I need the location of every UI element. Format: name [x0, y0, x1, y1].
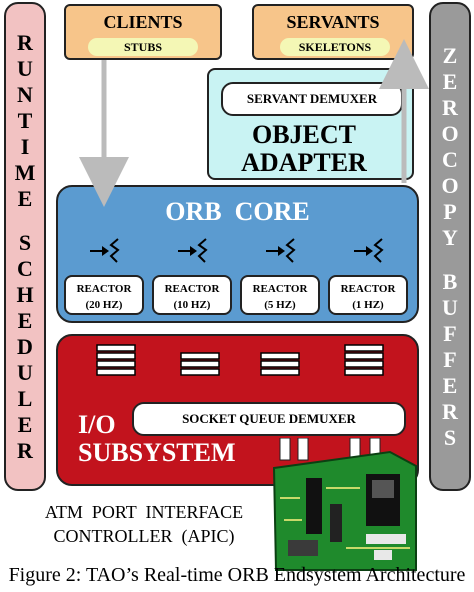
servant-demuxer-label: SERVANT DEMUXER [221, 82, 403, 116]
reactor-box: REACTOR (5 HZ) [240, 275, 320, 315]
bar-letter: R [442, 398, 458, 424]
bar-letter: E [17, 411, 33, 437]
orb-core-box: ORB CORE REACTOR(20 HZ)REACTOR(10 HZ)REA… [56, 185, 419, 323]
bar-letter: S [443, 424, 457, 450]
bar-letter: C [442, 146, 458, 172]
servants-title: SERVANTS [286, 12, 380, 32]
io-subsystem-box: SOCKET QUEUE DEMUXER I/O SUBSYSTEM [56, 334, 419, 486]
clients-box: CLIENTS STUBS [64, 4, 222, 60]
reactor-label: REACTOR [252, 283, 308, 295]
bar-letter: L [17, 385, 33, 411]
bar-letter: R [17, 29, 33, 55]
skeletons-label: SKELETONS [280, 38, 390, 56]
bar-letter: O [441, 120, 459, 146]
thread-arrow-icon [354, 238, 384, 263]
bar-letter: E [442, 372, 458, 398]
bar-letter: U [442, 294, 458, 320]
bar-letter: C [17, 255, 33, 281]
bar-letter: B [442, 268, 458, 294]
socket-queue-icon [260, 352, 300, 376]
socket-queue-icon [96, 344, 136, 376]
reactor-box: REACTOR (1 HZ) [328, 275, 408, 315]
bar-letter: I [20, 133, 30, 159]
io-title-1: I/O [78, 410, 116, 439]
bar-letter: E [17, 185, 33, 211]
reactor-rate: (20 HZ) [85, 299, 123, 311]
socket-queue-icon [180, 352, 220, 376]
reactor-label: REACTOR [340, 283, 396, 295]
apic-label-2: CONTROLLER (APIC) [53, 526, 235, 546]
apic-label-1: ATM PORT INTERFACE [44, 502, 244, 522]
thread-arrow-icon [266, 238, 296, 263]
bar-letter: F [443, 320, 457, 346]
bar-letter: O [441, 172, 459, 198]
reactor-rate: (10 HZ) [173, 299, 211, 311]
bar-letter: N [17, 81, 33, 107]
orb-core-title: ORB CORE [165, 197, 310, 226]
reactor-box: REACTOR (10 HZ) [152, 275, 232, 315]
bar-letter: U [17, 55, 33, 81]
stubs-label: STUBS [88, 38, 198, 56]
bar-letter: S [18, 229, 32, 255]
bar-letter: Y [442, 224, 458, 250]
reactor-box: REACTOR (20 HZ) [64, 275, 144, 315]
reactor-label: REACTOR [76, 283, 132, 295]
bar-letter: D [17, 333, 33, 359]
io-title-2: SUBSYSTEM [78, 438, 236, 467]
bar-letter: F [443, 346, 457, 372]
object-adapter-title-1: OBJECT [251, 120, 357, 149]
bar-letter: E [17, 307, 33, 333]
bar-letter: R [442, 94, 458, 120]
figure-caption: Figure 2: TAO’s Real-time ORB Endsystem … [8, 564, 466, 586]
bar-letter: R [17, 437, 33, 463]
bar-letter: Z [442, 42, 458, 68]
bar-letter: T [17, 107, 33, 133]
clients-title: CLIENTS [103, 12, 183, 32]
thread-arrow-icon [90, 238, 120, 263]
socket-queue-icon [344, 344, 384, 376]
reactor-label: REACTOR [164, 283, 220, 295]
bar-letter: U [17, 359, 33, 385]
thread-arrow-icon [178, 238, 208, 263]
object-adapter-title-2: ADAPTER [241, 148, 367, 177]
apic-board-image [272, 438, 417, 571]
bar-letter: E [442, 68, 458, 94]
bar-letter: P [443, 198, 457, 224]
bar-letter: M [14, 159, 36, 185]
bar-letter: H [16, 281, 34, 307]
reactor-rate: (1 HZ) [352, 299, 384, 311]
reactor-rate: (5 HZ) [264, 299, 296, 311]
socket-queue-demuxer-label: SOCKET QUEUE DEMUXER [132, 402, 406, 436]
